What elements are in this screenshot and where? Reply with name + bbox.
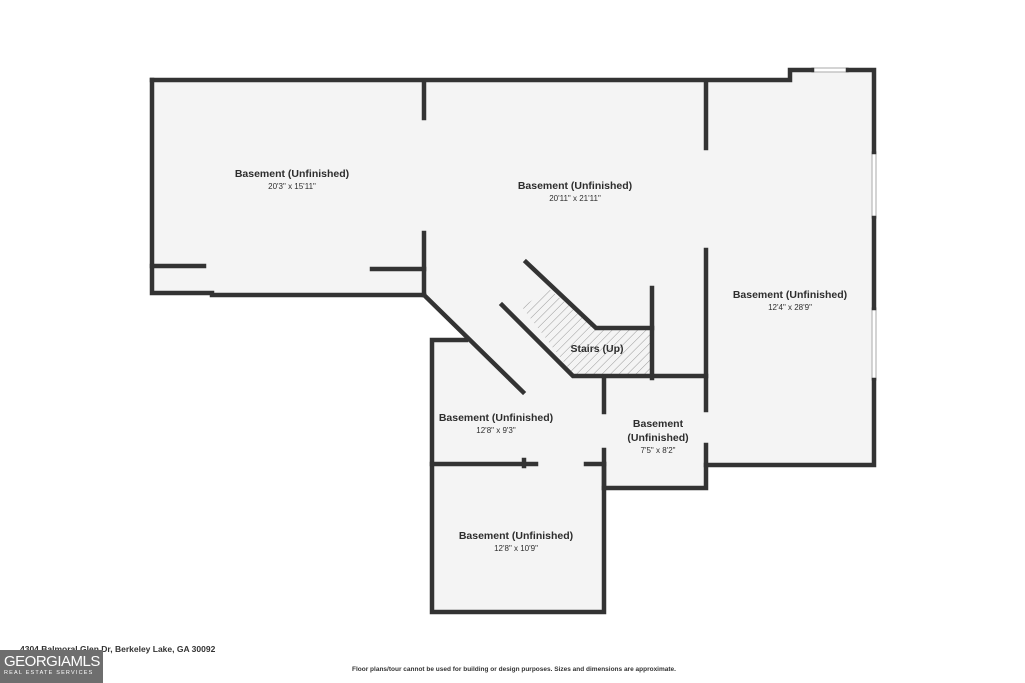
room-label-4: Basement (Unfinished) 12'8" x 9'3" <box>439 412 553 435</box>
room-dims: 12'4" x 28'9" <box>768 303 812 312</box>
room-name-line1: Basement <box>633 418 684 430</box>
floor-area <box>152 70 874 612</box>
room-label-6: Basement (Unfinished) 12'8" x 10'9" <box>459 530 573 553</box>
room-label-1: Basement (Unfinished) 20'3" x 15'11" <box>235 168 349 191</box>
logo-sub-text: REAL ESTATE SERVICES <box>4 670 94 676</box>
room-name: Basement (Unfinished) <box>733 289 847 301</box>
room-label-5: Basement (Unfinished) 7'5" x 8'2" <box>627 418 688 455</box>
room-dims: 12'8" x 9'3" <box>476 426 516 435</box>
room-name: Basement (Unfinished) <box>235 168 349 180</box>
walls <box>149 67 877 615</box>
window-top <box>811 67 849 73</box>
room-label-stairs: Stairs (Up) <box>570 343 623 355</box>
room-label-2: Basement (Unfinished) 20'11" x 21'11" <box>518 180 632 203</box>
disclaimer-text: Floor plans/tour cannot be used for buil… <box>352 666 676 673</box>
logo-main-text: GEORGIAMLS <box>4 653 100 670</box>
room-dims: 20'3" x 15'11" <box>268 182 316 191</box>
room-dims: 7'5" x 8'2" <box>641 446 676 455</box>
room-label-3: Basement (Unfinished) 12'4" x 28'9" <box>733 289 847 312</box>
room-dims: 12'8" x 10'9" <box>494 544 538 553</box>
window-right-upper <box>871 151 877 219</box>
room-name: Basement (Unfinished) <box>439 412 553 424</box>
room-name: Stairs (Up) <box>570 343 623 355</box>
stairs-hatch <box>522 289 652 374</box>
room-name: Basement (Unfinished) <box>518 180 632 192</box>
room-dims: 20'11" x 21'11" <box>549 194 601 203</box>
window-right-lower <box>871 307 877 381</box>
georgia-mls-logo: GEORGIAMLS REAL ESTATE SERVICES <box>0 650 103 683</box>
room-name-line2: (Unfinished) <box>627 432 688 444</box>
room-name: Basement (Unfinished) <box>459 530 573 542</box>
property-address: 4304 Balmoral Glen Dr, Berkeley Lake, GA… <box>20 644 216 654</box>
